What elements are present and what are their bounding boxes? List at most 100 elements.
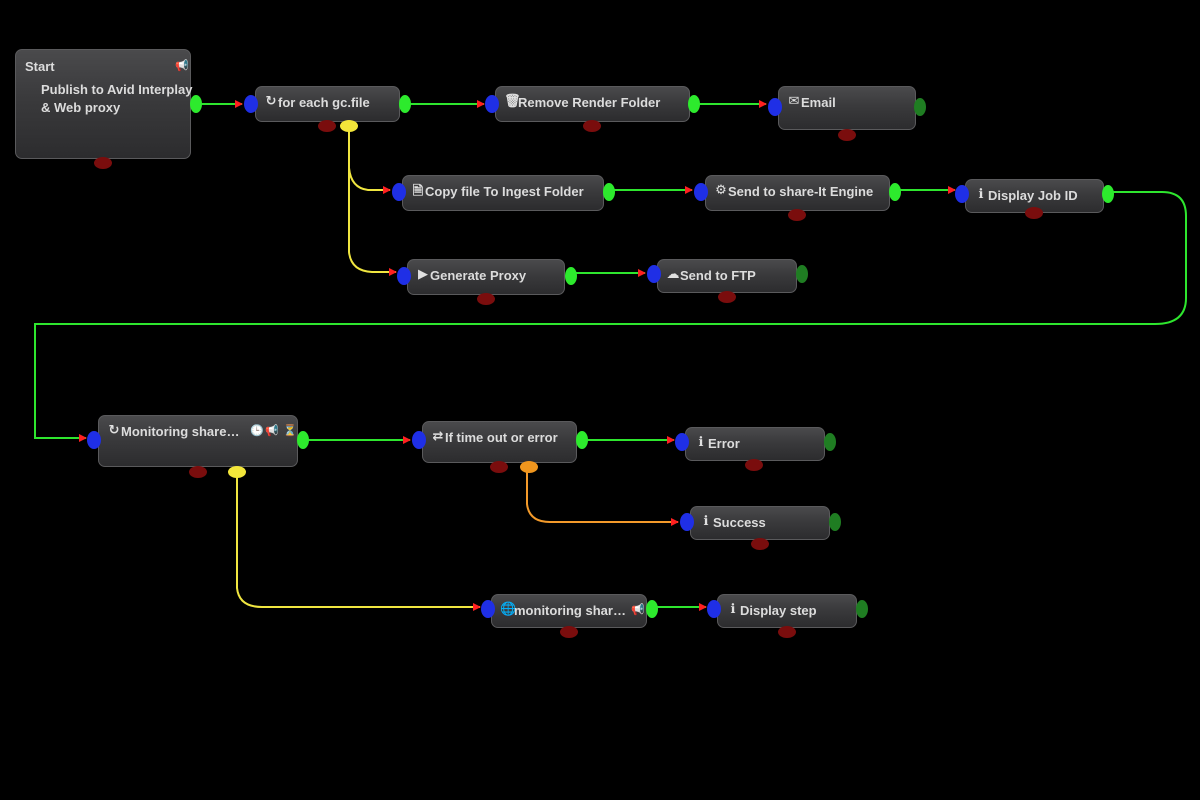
output-port[interactable] xyxy=(796,265,808,283)
loop-port[interactable] xyxy=(228,466,246,478)
error-port[interactable] xyxy=(751,538,769,550)
success-label: Success xyxy=(713,515,766,530)
input-port[interactable] xyxy=(481,600,495,618)
clock-icon: 🕒 xyxy=(250,425,264,437)
error-port[interactable] xyxy=(745,459,763,471)
input-port[interactable] xyxy=(392,183,406,201)
input-port[interactable] xyxy=(955,185,969,203)
error-port[interactable] xyxy=(778,626,796,638)
send-ftp-node[interactable]: ☁ Send to FTP xyxy=(657,259,797,293)
globe-icon: 🌐 xyxy=(500,601,517,616)
error-port[interactable] xyxy=(477,293,495,305)
remove-render-folder-node[interactable]: 🗑 Remove Render Folder xyxy=(495,86,690,122)
error-label: Error xyxy=(708,436,740,451)
email-label: Email xyxy=(801,95,836,110)
if-timeout-label: If time out or error xyxy=(445,430,558,445)
start-node[interactable]: Start 📢 Publish to Avid Interplay & Web … xyxy=(15,49,192,159)
copy-file-label: Copy file To Ingest Folder xyxy=(425,184,584,199)
megaphone-icon: 📢 xyxy=(175,60,189,72)
error-port[interactable] xyxy=(318,120,336,132)
envelope-icon: ✉ xyxy=(788,93,800,108)
loop-port[interactable] xyxy=(340,120,358,132)
output-port[interactable] xyxy=(565,267,577,285)
display-step-node[interactable]: ℹ Display step xyxy=(717,594,857,628)
output-port[interactable] xyxy=(603,183,615,201)
input-port[interactable] xyxy=(412,431,426,449)
display-step-label: Display step xyxy=(740,603,817,618)
gear-icon: ⚙ xyxy=(715,182,727,197)
output-port[interactable] xyxy=(914,98,926,116)
wire-if-success xyxy=(526,470,679,526)
megaphone-icon: 📢 xyxy=(265,425,279,437)
remove-render-folder-label: Remove Render Folder xyxy=(518,95,661,110)
trash-icon: 🗑 xyxy=(504,93,521,108)
wire-monitoring-monsub xyxy=(236,476,481,611)
error-port[interactable] xyxy=(490,461,508,473)
input-port[interactable] xyxy=(680,513,694,531)
input-port[interactable] xyxy=(244,95,258,113)
monitoring-node[interactable]: ↻ Monitoring share… 🕒 📢 ⏳ xyxy=(98,415,298,467)
info-icon: ℹ xyxy=(978,186,984,201)
generate-proxy-node[interactable]: ▶ Generate Proxy xyxy=(407,259,565,295)
output-port[interactable] xyxy=(1102,185,1114,203)
error-port[interactable] xyxy=(583,120,601,132)
output-port[interactable] xyxy=(576,431,588,449)
output-port[interactable] xyxy=(399,95,411,113)
info-icon: ℹ xyxy=(698,434,704,449)
send-engine-label: Send to share-It Engine xyxy=(728,184,874,199)
alternate-port[interactable] xyxy=(520,461,538,473)
copy-file-node[interactable]: 🗎 Copy file To Ingest Folder xyxy=(402,175,604,211)
input-port[interactable] xyxy=(647,265,661,283)
input-port[interactable] xyxy=(675,433,689,451)
if-timeout-node[interactable]: ⇄ If time out or error xyxy=(422,421,577,463)
input-port[interactable] xyxy=(485,95,499,113)
info-icon: ℹ xyxy=(730,601,736,616)
output-port[interactable] xyxy=(688,95,700,113)
wire-display-monitoring xyxy=(34,191,1187,442)
error-port[interactable] xyxy=(560,626,578,638)
display-job-label: Display Job ID xyxy=(988,188,1078,203)
input-port[interactable] xyxy=(87,431,101,449)
wire-foreach-copy xyxy=(348,130,391,194)
error-port[interactable] xyxy=(94,157,112,169)
email-node[interactable]: ✉ Email xyxy=(778,86,916,130)
input-port[interactable] xyxy=(694,183,708,201)
output-port[interactable] xyxy=(829,513,841,531)
wire-foreach-proxy xyxy=(348,130,397,276)
send-ftp-label: Send to FTP xyxy=(680,268,756,283)
input-port[interactable] xyxy=(397,267,411,285)
error-port[interactable] xyxy=(788,209,806,221)
file-icon: 🗎 xyxy=(412,183,424,198)
info-icon: ℹ xyxy=(703,513,709,528)
refresh-icon: ↻ xyxy=(265,93,277,108)
error-port[interactable] xyxy=(189,466,207,478)
for-each-node[interactable]: ↻ for each gc.file xyxy=(255,86,400,122)
error-port[interactable] xyxy=(838,129,856,141)
monitoring-sub-node[interactable]: 🌐 monitoring shar… 📢 xyxy=(491,594,647,628)
refresh-icon: ↻ xyxy=(108,422,120,437)
input-port[interactable] xyxy=(768,98,782,116)
error-port[interactable] xyxy=(1025,207,1043,219)
output-port[interactable] xyxy=(856,600,868,618)
start-subtitle: Publish to Avid Interplay & Web proxy xyxy=(41,82,193,115)
generate-proxy-label: Generate Proxy xyxy=(430,268,527,283)
success-node[interactable]: ℹ Success xyxy=(690,506,830,540)
output-port[interactable] xyxy=(824,433,836,451)
input-port[interactable] xyxy=(707,600,721,618)
output-port[interactable] xyxy=(889,183,901,201)
output-port[interactable] xyxy=(297,431,309,449)
megaphone-icon: 📢 xyxy=(631,604,645,616)
hourglass-icon: ⏳ xyxy=(283,425,297,437)
for-each-label: for each gc.file xyxy=(278,95,370,110)
monitoring-sub-label: monitoring shar… xyxy=(514,603,626,618)
error-node[interactable]: ℹ Error xyxy=(685,427,825,461)
output-port[interactable] xyxy=(646,600,658,618)
error-port[interactable] xyxy=(718,291,736,303)
send-engine-node[interactable]: ⚙ Send to share-It Engine xyxy=(705,175,890,211)
shuffle-icon: ⇄ xyxy=(432,428,444,443)
cloud-upload-icon: ☁ xyxy=(666,266,680,281)
output-port[interactable] xyxy=(190,95,202,113)
play-icon: ▶ xyxy=(418,266,428,281)
monitoring-label: Monitoring share… xyxy=(121,424,240,439)
